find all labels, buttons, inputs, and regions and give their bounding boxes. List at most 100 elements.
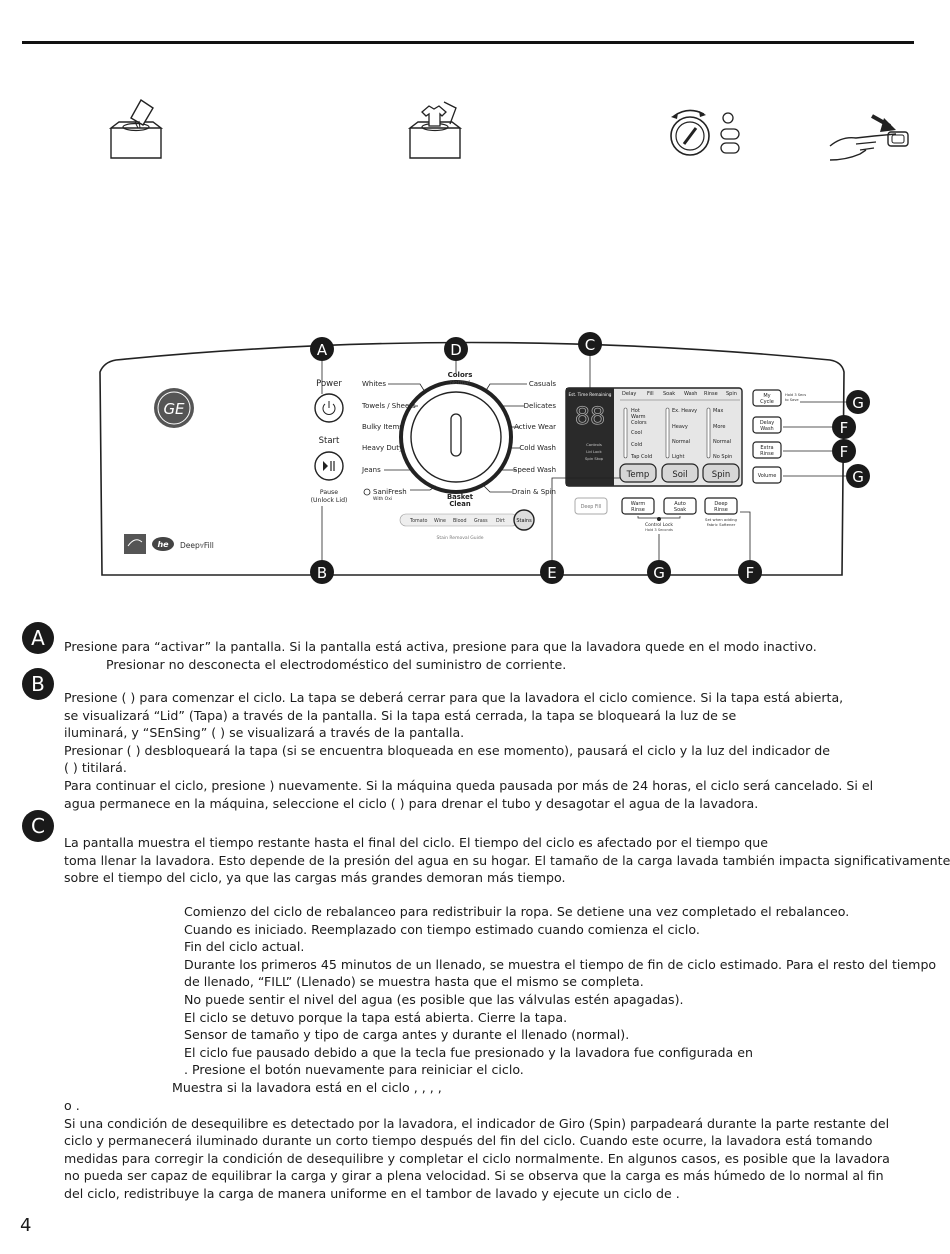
display-code-desc: Fin del ciclo actual.	[184, 939, 305, 955]
section-b-badge: B	[22, 668, 54, 700]
section-b-line: se visualizará “Lid” (Tapa) a través de …	[64, 707, 737, 723]
section-b-line: Presione ( ) para comenzar el ciclo. La …	[64, 690, 844, 705]
callout-f-right-2: F	[832, 439, 856, 463]
svg-text:G: G	[852, 394, 864, 412]
section-c-tail-line: Si una condición de desequilibre es dete…	[64, 1115, 890, 1131]
add-detergent-icon	[108, 98, 164, 159]
display-code-desc: Muestra si la lavadora está en el ciclo …	[172, 1079, 442, 1095]
status-delay: Delay	[622, 391, 636, 397]
warm-rinse-label-2: Rinse	[631, 507, 645, 513]
svg-text:D: D	[450, 341, 462, 359]
hold-save-2: to Save	[785, 398, 799, 402]
auto-soak-button[interactable]: Auto Soak	[663, 497, 697, 515]
status-soak: Soak	[663, 391, 675, 397]
display-code-desc: . Presione el botón nuevamente para rein…	[184, 1062, 524, 1078]
pause-label: Pause	[320, 489, 338, 496]
stains-button[interactable]: Stains	[513, 509, 535, 531]
delay-wash-label-2: Wash	[760, 426, 773, 432]
svg-text:G: G	[653, 564, 665, 582]
svg-text:GE: GE	[163, 400, 185, 418]
section-c-tail-line: ciclo y permanecerá iluminado durante un…	[64, 1133, 873, 1149]
unlock-lid-label: (Unlock Lid)	[311, 497, 348, 504]
stain-guide-label: Stain Removal Guide	[436, 535, 483, 541]
stain-wine: Wine	[434, 518, 446, 524]
dial-option-jeans: Jeans	[361, 466, 381, 474]
dial-option-sanifresh-sub: With Oxi	[373, 496, 392, 502]
dial-option-whites: Whites	[362, 380, 386, 388]
auto-soak-label-2: Soak	[674, 507, 686, 513]
soil-light: Light	[672, 454, 685, 460]
section-c-line: sobre el tiempo del ciclo, ya que las ca…	[64, 870, 566, 886]
spin-normal: Normal	[713, 439, 731, 445]
extra-rinse-button[interactable]: Extra Rinse	[752, 441, 782, 459]
svg-text:G: G	[852, 468, 864, 486]
section-b-line: iluminará, y “SEnSing” ( ) se visualizar…	[64, 725, 465, 741]
stain-tomato: Tomato	[409, 518, 428, 524]
stain-grass: Grass	[474, 518, 488, 524]
warm-rinse-button[interactable]: Warm Rinse	[621, 497, 655, 515]
dial-option-towels: Towels / Sheets	[361, 402, 416, 410]
temp-colors: Colors	[631, 420, 647, 426]
section-c-tail-line: medidas para corregir la condición de de…	[64, 1150, 890, 1166]
volume-label: Volume	[758, 473, 777, 479]
dial-option-basket: Basket	[447, 493, 474, 501]
soil-button-label: Soil	[672, 470, 687, 480]
temp-button[interactable]: Temp	[619, 463, 657, 483]
power-button[interactable]	[314, 393, 344, 423]
status-wash: Wash	[684, 391, 697, 397]
fabric-note-2: Fabric Softener	[707, 522, 736, 527]
section-b-line: ( ) titilará.	[64, 760, 127, 776]
spin-no-spin: No Spin	[713, 454, 732, 460]
control-panel-diagram: GE Power Start Pause (Unlock Lid) Colors…	[99, 332, 870, 584]
display-code-desc: de llenado, “FILL” (Llenado) se muestra …	[184, 974, 644, 990]
callout-g-bottom: G	[647, 560, 671, 584]
fabric-note-1: Set when adding	[705, 517, 738, 522]
extra-rinse-label-2: Rinse	[760, 451, 774, 457]
stains-button-label: Stains	[516, 518, 532, 524]
power-label: Power	[316, 379, 342, 389]
volume-button[interactable]: Volume	[752, 466, 782, 484]
soil-normal: Normal	[672, 439, 690, 445]
power-icon	[322, 403, 336, 415]
select-cycle-knob-icon	[670, 109, 740, 156]
deep-fill-button[interactable]: Deep Fill	[574, 497, 608, 515]
display-code-desc: Cuando es iniciado. Reemplazado con tiem…	[184, 921, 700, 937]
deep-fill-label: Deep Fill	[581, 504, 602, 510]
delay-wash-label-1: Delay	[760, 420, 774, 426]
stain-guide: Tomato Wine Blood Grass Dirt Stain Remov…	[399, 513, 519, 541]
lock-indicator-icon	[657, 517, 661, 521]
control-lock-sub: Hold 3 Seconds	[645, 528, 673, 532]
soil-heavy: Heavy	[672, 424, 688, 430]
he-logo: he	[152, 537, 174, 551]
section-a-line: Presionar no desconecta el electrodomést…	[106, 656, 567, 672]
section-a-text: Presione para “activar” la pantalla. Si …	[64, 638, 817, 673]
delay-wash-button[interactable]: Delay Wash	[752, 416, 782, 434]
cycle-dial[interactable]	[399, 380, 513, 494]
press-start-hand-icon	[829, 114, 909, 161]
svg-text:E: E	[547, 564, 556, 582]
play-pause-icon	[323, 461, 328, 471]
callout-g-right-1: G	[846, 390, 870, 414]
dial-colors-normal: Normal	[450, 380, 470, 386]
my-cycle-button[interactable]: My Cycle	[752, 389, 782, 407]
header-rule	[22, 41, 914, 44]
dial-right-labels: Casuals Delicates Active Wear Cold Wash …	[512, 380, 556, 496]
dial-option-delicates: Delicates	[524, 402, 557, 410]
temp-warm: Warm	[631, 414, 646, 420]
hold-save-1: Hold 3 Secs	[785, 393, 806, 397]
display-code-desc: El ciclo se detuvo porque la tapa está a…	[184, 1009, 568, 1025]
indicator-controls: Controls	[586, 442, 602, 447]
temp-cold: Cold	[631, 442, 642, 448]
deep-rinse-button[interactable]: Deep Rinse	[704, 497, 738, 515]
dial-option-bulky: Bulky Items	[362, 423, 403, 431]
svg-text:F: F	[840, 419, 849, 437]
start-pause-button[interactable]	[314, 451, 344, 481]
spin-button[interactable]: Spin	[702, 463, 740, 483]
soil-button[interactable]: Soil	[661, 463, 699, 483]
start-label: Start	[319, 436, 340, 446]
section-a-line: Presione para “activar” la pantalla. Si …	[64, 639, 817, 654]
display-codes-list: Comienzo del ciclo de rebalanceo para re…	[172, 903, 936, 1097]
est-time-label: Est. Time Remaining	[569, 392, 612, 397]
my-cycle-label-1: My	[763, 393, 770, 399]
display-code-desc: No puede sentir el nivel del agua (es po…	[184, 991, 684, 1007]
